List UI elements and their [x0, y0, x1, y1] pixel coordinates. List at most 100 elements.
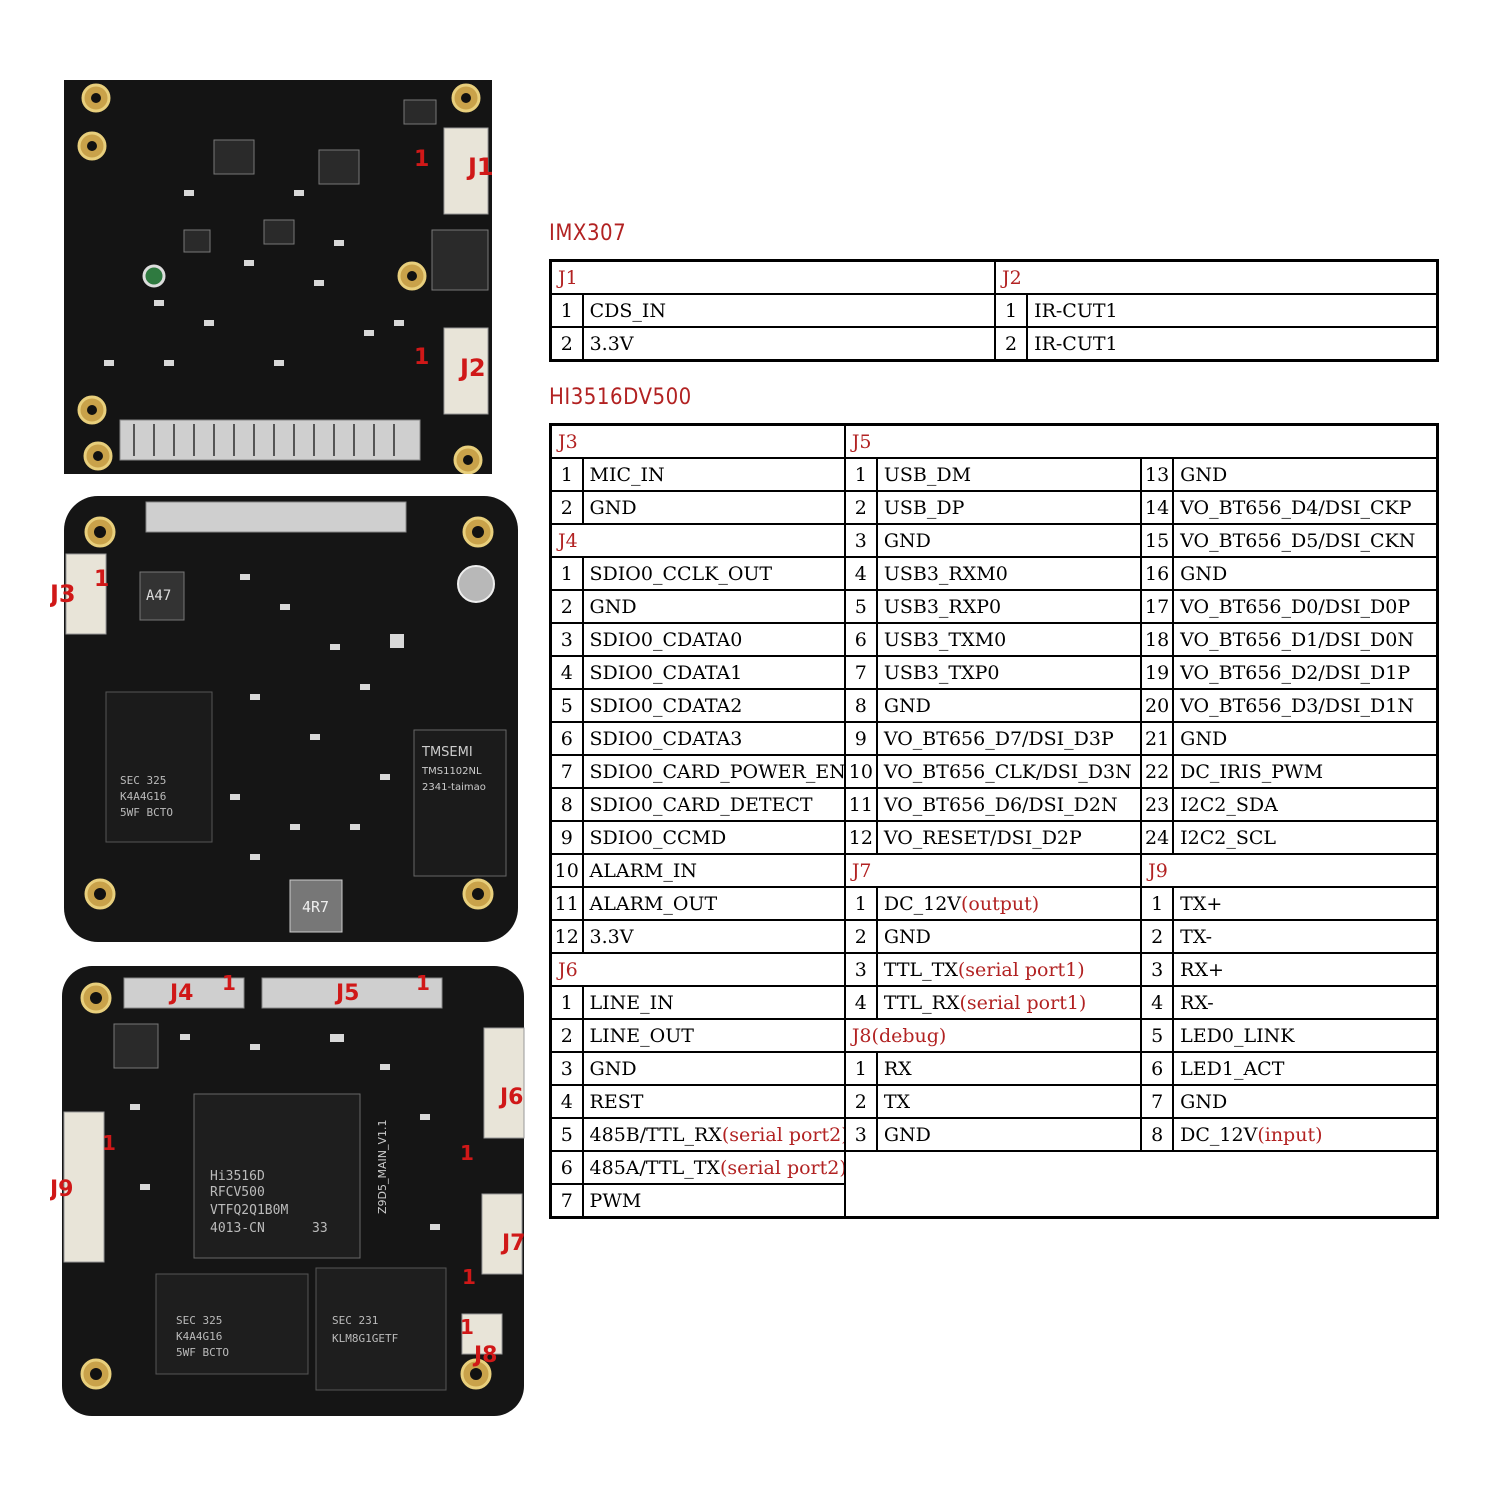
- pin-number: 15: [1140, 523, 1175, 558]
- pin-number: 16: [1140, 556, 1175, 591]
- j8-header: J8(debug): [843, 1018, 1143, 1053]
- pin-signal-name: VO_BT656_D7/DSI_D3P: [883, 727, 1114, 750]
- pin-signal-name: VO_BT656_D4/DSI_CKP: [1180, 496, 1412, 519]
- pin-signal: TX+: [1172, 886, 1439, 921]
- j3-pin1-marker: 1: [94, 567, 109, 592]
- pin-number: 2: [549, 1018, 584, 1053]
- pin-signal-name: USB3_TXM0: [883, 628, 1007, 651]
- pin-signal-name: VO_BT656_D5/DSI_CKN: [1180, 529, 1416, 552]
- pin-number: 6: [549, 1150, 584, 1185]
- pin-number: 10: [843, 754, 878, 789]
- pin-number: 2: [549, 589, 584, 624]
- pin-signal: ALARM_IN: [581, 853, 846, 888]
- dram2-marking-2: K4A4G16: [176, 1330, 222, 1343]
- pin-signal-note: (input): [1257, 1123, 1323, 1146]
- inductor2-marking: 4R7: [302, 898, 329, 916]
- pin-number: 8: [549, 787, 584, 822]
- pin-signal-name: USB3_RXM0: [883, 562, 1008, 585]
- hi3516-bottom-board-photo: Hi3516D RFCV500 VTFQ2Q1B0M 4013-CN 33 Z9…: [50, 964, 528, 1420]
- pin-signal-note: (serial port1): [959, 991, 1087, 1014]
- pin-signal-name: USB3_TXP0: [883, 661, 1000, 684]
- dram-marking-2: K4A4G16: [120, 790, 166, 803]
- pin-signal-name: PWM: [589, 1189, 642, 1212]
- pin-signal: SDIO0_CDATA1: [581, 655, 846, 690]
- pin-number: 18: [1140, 622, 1175, 657]
- pin-number: 1: [843, 886, 878, 921]
- pin-number: 22: [1140, 754, 1175, 789]
- pin-signal-name: VO_BT656_CLK/DSI_D3N: [883, 760, 1132, 783]
- pin-number: 6: [549, 721, 584, 756]
- pin-signal: VO_BT656_D0/DSI_D0P: [1172, 589, 1439, 624]
- pin-number: 7: [1140, 1084, 1175, 1119]
- pin-number: 3: [1140, 952, 1175, 987]
- pin-signal-name: DC_12V: [1180, 1123, 1258, 1146]
- pin-signal-name: GND: [589, 1057, 637, 1080]
- pin-signal-name: REST: [589, 1090, 644, 1113]
- inductor-marking: A47: [146, 588, 171, 604]
- soc-marking-5: 33: [312, 1221, 328, 1236]
- pin-number: 4: [843, 985, 878, 1020]
- pin-number: 1: [1140, 886, 1175, 921]
- pin-signal-name: VO_BT656_D0/DSI_D0P: [1180, 595, 1411, 618]
- pin-signal: 3.3V: [581, 326, 996, 362]
- pin-signal-name: GND: [589, 595, 637, 618]
- soc-marking-2: RFCV500: [210, 1185, 265, 1200]
- pin-signal: GND: [875, 919, 1143, 954]
- pin-number: 1: [843, 457, 878, 492]
- j7-pin1-marker: 1: [462, 1265, 476, 1289]
- imx307-pin-table: J1 J2 1 CDS_IN 1 IR-CUT1 2 3.3V 2 IR-CUT…: [549, 259, 1439, 362]
- pin-signal: GND: [875, 688, 1143, 723]
- pin-signal: LINE_OUT: [581, 1018, 846, 1053]
- pin-signal: ALARM_OUT: [581, 886, 846, 921]
- pin-signal: VO_BT656_D2/DSI_D1P: [1172, 655, 1439, 690]
- pin-signal: DC_12V(output): [875, 886, 1143, 921]
- pin-number: 11: [549, 886, 584, 921]
- pin-signal: RX-: [1172, 985, 1439, 1020]
- pin-signal: RX+: [1172, 952, 1439, 987]
- pin-signal-name: TX-: [1180, 925, 1213, 948]
- j6-board-label: J6: [498, 1085, 524, 1110]
- j8-pin1-marker: 1: [460, 1315, 474, 1339]
- pin-signal: USB_DM: [875, 457, 1143, 492]
- hi3516-heading: HI3516DV500: [549, 385, 692, 410]
- pin-number: 6: [1140, 1051, 1175, 1086]
- pin-signal: LINE_IN: [581, 985, 846, 1020]
- pin-signal-name: SDIO0_CDATA1: [589, 661, 743, 684]
- pin-signal: SDIO0_CDATA3: [581, 721, 846, 756]
- pin-signal-name: VO_BT656_D2/DSI_D1P: [1180, 661, 1411, 684]
- j5-board-label: J5: [334, 981, 360, 1006]
- dram2-marking: SEC 325: [176, 1314, 222, 1327]
- pin-signal-name: RX-: [1180, 991, 1214, 1014]
- pin-number: 2: [549, 326, 584, 362]
- pin-signal: GND: [875, 1117, 1143, 1152]
- pin-signal: SDIO0_CDATA0: [581, 622, 846, 657]
- pin-number: 21: [1140, 721, 1175, 756]
- pin-signal: CDS_IN: [581, 293, 996, 328]
- pin-number: 23: [1140, 787, 1175, 822]
- pin-number: 4: [549, 1084, 584, 1119]
- pin-signal: GND: [875, 523, 1143, 558]
- imx307-board-photo: J1 1 J2 1: [64, 80, 492, 474]
- emmc-marking-2: KLM8G1GETF: [332, 1332, 398, 1345]
- pin-signal-name: LED1_ACT: [1180, 1057, 1285, 1080]
- pin-signal: VO_RESET/DSI_D2P: [875, 820, 1143, 855]
- pin-signal-name: SDIO0_CARD_DETECT: [589, 793, 813, 816]
- pin-signal-name: GND: [1180, 463, 1228, 486]
- pin-number: 11: [843, 787, 878, 822]
- pin-number: 5: [549, 1117, 584, 1152]
- pin-signal-name: GND: [883, 1123, 931, 1146]
- pin-signal: DC_12V(input): [1172, 1117, 1439, 1152]
- pin-number: 2: [843, 919, 878, 954]
- pin-signal-name: LINE_IN: [589, 991, 674, 1014]
- pin-signal-name: GND: [589, 496, 637, 519]
